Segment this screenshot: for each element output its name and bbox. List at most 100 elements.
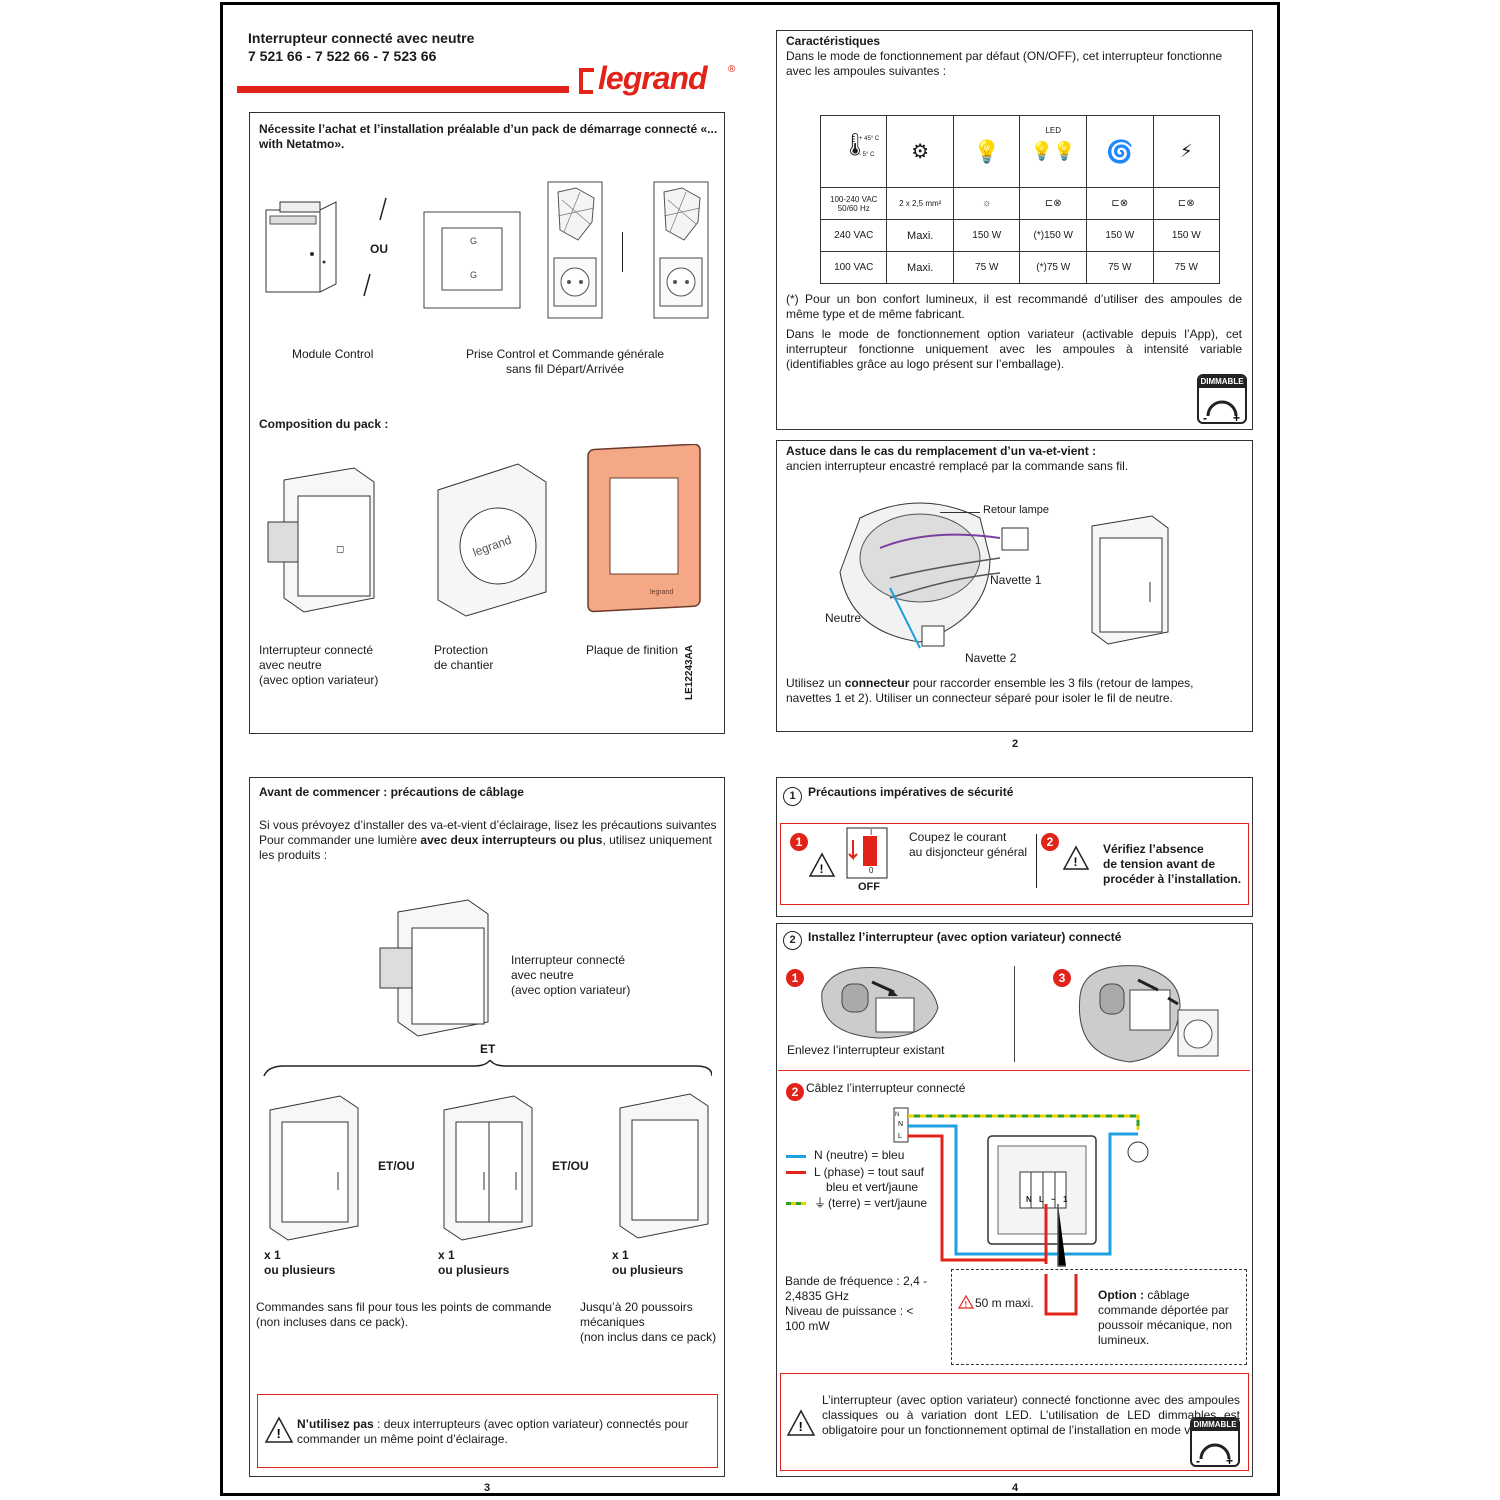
finishing-plate-image: legrand xyxy=(584,443,702,616)
et-label: ET xyxy=(480,1042,496,1056)
registered-mark: ® xyxy=(728,64,736,75)
warning-triangle-icon-final: ! xyxy=(786,1409,816,1437)
svg-text:!: ! xyxy=(1074,855,1078,869)
inductive-load-icon: ⊏⊗ xyxy=(1019,187,1088,220)
product-title: Interrupteur connecté avec neutre xyxy=(248,30,475,46)
precaution-line-2: Pour commander une lumière avec deux int… xyxy=(259,833,719,863)
switch-with-neutral-image: ◻ xyxy=(258,462,380,618)
freq-line-4: 100 mW xyxy=(785,1319,830,1333)
option-text-0: câblage xyxy=(1147,1288,1190,1302)
precaution-line-1: Si vous prévoyez d’installer des va-et-v… xyxy=(259,818,717,847)
module-control-label: Module Control xyxy=(292,347,374,361)
neutral-color-swatch xyxy=(786,1155,806,1158)
page-number-4: 4 xyxy=(1012,1482,1019,1494)
etou-label-2: ET/OU xyxy=(552,1159,589,1173)
svg-text:◻: ◻ xyxy=(336,544,344,555)
push-button-image xyxy=(610,1088,714,1240)
section-num-2: 2 xyxy=(783,931,802,950)
load-table: 🌡 + 45° C - 5° C ⚙ 💡 LED 💡💡 🌀 ⚡ 100-240 … xyxy=(819,115,1221,284)
option-text-3: lumineux. xyxy=(1098,1333,1150,1347)
item2-line2: de chantier xyxy=(434,658,494,672)
plus-2: ou plusieurs xyxy=(438,1263,510,1277)
led-label: LED xyxy=(1045,126,1062,135)
dimmable-badge: DIMMABLE -+ xyxy=(1197,374,1247,424)
svg-text:+: + xyxy=(1226,1454,1233,1467)
option-text-2: poussoir mécanique, non xyxy=(1098,1318,1233,1332)
flush-box-wiring-image xyxy=(820,488,1040,663)
temp-cell: 🌡 + 45° C - 5° C xyxy=(819,115,888,188)
tip-title: Astuce dans le cas du remplacement d’un … xyxy=(786,444,1097,458)
svg-text:-: - xyxy=(1203,411,1207,424)
wire-section: 2 x 2,5 mm² xyxy=(886,187,954,220)
legrand-wordmark: legrand xyxy=(598,60,708,96)
etou-label-1: ET/OU xyxy=(378,1159,415,1173)
install-divider xyxy=(1014,966,1015,1062)
wire-step-number: 2 xyxy=(786,1083,804,1101)
warning-triangle-icon-step1: ! xyxy=(808,852,836,878)
install-title: Installez l’interrupteur (avec option va… xyxy=(808,930,1122,944)
freq-line-3: Niveau de puissance : < xyxy=(785,1304,914,1318)
prise-control-label-1: Prise Control et Commande générale xyxy=(465,347,665,361)
svg-text:-: - xyxy=(1196,1454,1200,1467)
install-step1-number: 1 xyxy=(786,969,804,987)
brace-line xyxy=(262,1058,713,1080)
safety-red-box xyxy=(780,823,1249,905)
warning-text-p3: N’utilisez pas : deux interrupteurs (ave… xyxy=(297,1417,707,1447)
page3-box xyxy=(249,777,725,1477)
plus-1: ou plusieurs xyxy=(264,1263,336,1277)
dimmable-label-2: DIMMABLE xyxy=(1192,1419,1238,1431)
led-bulb-icon: LED 💡💡 xyxy=(1019,115,1088,188)
label-neutre: Neutre xyxy=(825,611,862,625)
characteristics-box xyxy=(776,30,1253,430)
line2-pre: Pour commander une lumière xyxy=(259,833,421,847)
earth-icon: ⏚ xyxy=(814,1196,827,1210)
legend-phase-2: bleu et vert/jaune xyxy=(826,1180,919,1194)
label-navette-1: Navette 1 xyxy=(990,573,1042,587)
transformer-icon: ⚡ xyxy=(1152,115,1221,188)
wireless-cmd-line-1: Commandes sans fil pour tous les points … xyxy=(256,1300,552,1314)
label-retour-lampe: Retour lampe xyxy=(983,504,1050,516)
row2-maxi: Maxi. xyxy=(886,251,954,284)
temp-hi: + 45° C xyxy=(859,136,880,142)
dimmer-mode-text: Dans le mode de fonctionnement option va… xyxy=(786,327,1242,371)
row2-val2: (*)75 W xyxy=(1019,251,1088,284)
requirement-text: Nécessite l’achat et l’installation préa… xyxy=(259,122,718,151)
row1-val4: 150 W xyxy=(1152,219,1221,252)
site-protection-image: legrand xyxy=(432,460,550,618)
characteristics-title: Caractéristiques xyxy=(786,34,881,48)
module-control-image xyxy=(262,196,342,296)
p3-switch-label-2: avec neutre xyxy=(511,968,574,982)
install-box xyxy=(776,923,1253,1477)
leader-line-retour xyxy=(940,512,980,513)
freq-line-1: Bande de fréquence : 2,4 - xyxy=(785,1274,928,1288)
plus-3: ou plusieurs xyxy=(612,1263,684,1277)
breaker-off-mark: 0 xyxy=(869,866,874,875)
max-50m-label: 50 m maxi. xyxy=(975,1296,1034,1310)
freq-line-2: 2,4835 GHz xyxy=(785,1289,850,1303)
option-bold: Option : xyxy=(1098,1288,1144,1302)
frequency: 50/60 Hz xyxy=(837,203,870,213)
connector-text: Utilisez un connecteur pour raccorder en… xyxy=(786,676,1242,706)
p3-switch-label-1: Interrupteur connecté xyxy=(511,953,626,967)
wireless-switch-double-image xyxy=(436,1092,536,1242)
page-number-2: 2 xyxy=(1012,738,1019,750)
doc-code: LE12243AA xyxy=(684,644,695,700)
svg-text:!: ! xyxy=(277,1426,281,1441)
thermometer-icon: 🌡 xyxy=(841,132,869,157)
item1-line2: avec neutre xyxy=(259,658,322,672)
legend-earth: (terre) = vert/jaune xyxy=(828,1196,928,1210)
svg-text:G: G xyxy=(470,270,477,280)
characteristics-text: Dans le mode de fonctionnement par défau… xyxy=(786,49,1223,78)
connected-switch-image-p3 xyxy=(374,896,494,1042)
final-note-text: L’interrupteur (avec option variateur) c… xyxy=(822,1393,1240,1437)
safety-box xyxy=(776,777,1253,917)
inductive-load-icon-3: ⊏⊗ xyxy=(1152,187,1221,220)
off-label: OFF xyxy=(858,881,880,893)
wiring-precautions-title: Avant de commencer : précautions de câbl… xyxy=(259,785,524,799)
warn-bold: N’utilisez pas xyxy=(297,1417,374,1431)
row1-val1: 150 W xyxy=(952,219,1021,252)
install-switch-image xyxy=(1074,960,1224,1064)
section-num-1: 1 xyxy=(783,787,802,806)
